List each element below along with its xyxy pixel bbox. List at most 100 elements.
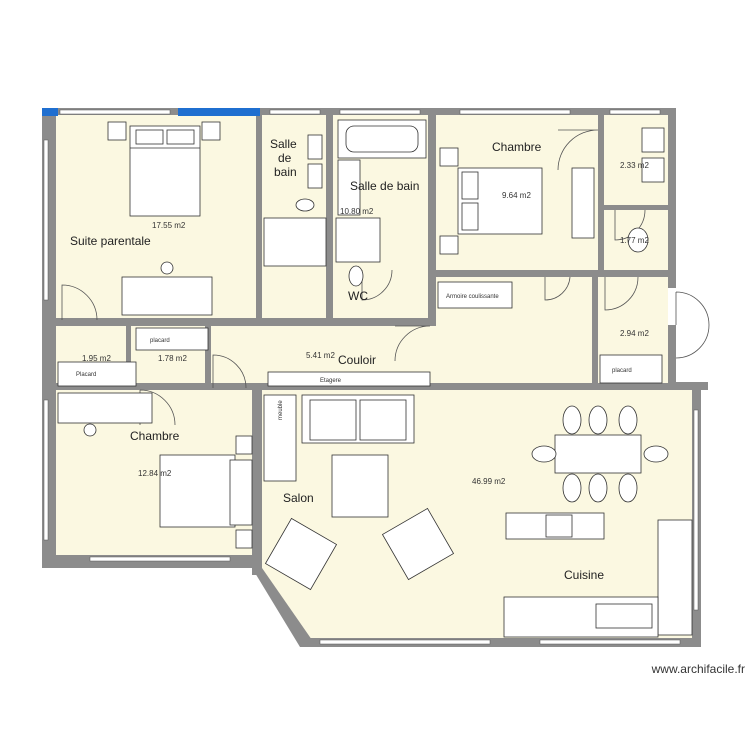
nightstand-ne-2	[439, 235, 459, 255]
armchair-2	[381, 507, 455, 581]
window-top-blue	[178, 108, 260, 116]
area-salon: 46.99 m2	[472, 477, 506, 486]
label-chambre-sw: Chambre	[130, 429, 180, 443]
label-placard-178: placard	[150, 338, 170, 344]
area-sdb2: 10.80 m2	[340, 207, 374, 216]
door-couloir	[394, 325, 431, 362]
outer-wall-bottom	[300, 638, 701, 647]
label-placard-195: Placard	[76, 372, 96, 378]
wall-233-south	[598, 205, 668, 210]
wall-placard-divider	[205, 326, 211, 386]
wall-sdb2-east	[428, 115, 436, 325]
cooktop	[545, 514, 573, 538]
desk-chambre-sw	[57, 392, 153, 424]
label-wc: WC	[348, 289, 368, 303]
chair-dining-7	[531, 445, 557, 463]
wall-sdb1-west	[256, 115, 262, 325]
label-placard-294: placard	[612, 368, 632, 374]
area-294: 2.94 m2	[620, 329, 649, 338]
wall-couloir-north	[56, 318, 436, 326]
furniture	[57, 119, 693, 638]
label-chambre-ne: Chambre	[492, 140, 542, 154]
wall-sdb2-west	[326, 115, 333, 325]
outer-wall-right-mid	[668, 325, 676, 390]
window-bottom-3	[539, 639, 681, 645]
sink-233-2	[641, 157, 665, 183]
window-top-3	[339, 109, 421, 115]
bed-chambre-sw	[159, 454, 236, 528]
chair-dining-8	[643, 445, 669, 463]
placard-195	[57, 361, 137, 387]
chair-chambre-sw	[83, 423, 97, 437]
sink-sdb1-2	[307, 163, 323, 189]
pillow-ne-1	[461, 171, 479, 200]
armchair-1	[264, 517, 338, 591]
meuble-salon	[263, 394, 297, 482]
window-bottom-1	[89, 556, 231, 562]
label-meuble: meuble	[278, 400, 284, 420]
window-top-2	[269, 109, 321, 115]
window-right-1	[693, 409, 699, 611]
window-top-1	[59, 109, 171, 115]
label-sdb2: Salle de bain	[350, 179, 419, 193]
placard-294	[599, 354, 663, 384]
toilet-sdb1	[295, 198, 315, 212]
label-salon: Salon	[283, 491, 314, 505]
door-chambre-ne	[557, 129, 599, 171]
bathtub-inner	[345, 125, 419, 153]
vanity-sdb2	[337, 159, 361, 216]
chair-suite	[160, 261, 174, 275]
armoire-coulissante	[437, 281, 513, 309]
wall-195-divider	[126, 326, 131, 386]
chair-dining-5	[588, 473, 608, 503]
area-195: 1.95 m2	[82, 354, 111, 363]
nightstand-suite-2	[201, 121, 221, 141]
kitchen-sink	[595, 603, 653, 629]
sofa-cushion-2	[359, 399, 407, 441]
window-bottom-2	[319, 639, 491, 645]
window-top-4	[459, 109, 571, 115]
area-233: 2.33 m2	[620, 161, 649, 170]
label-sdb1-line3: bain	[274, 165, 297, 179]
labels: Suite parentale 17.55 m2 Salle de bain S…	[70, 137, 649, 582]
shower-sdb2	[335, 217, 381, 263]
sofa-cushion-1	[309, 399, 357, 441]
nightstand-sw-2	[235, 529, 253, 549]
chair-dining-2	[588, 405, 608, 435]
label-sdb1-line2: de	[278, 151, 292, 165]
wall-diagonal	[252, 568, 312, 647]
pillow-ne-2	[461, 202, 479, 231]
area-suite-parentale: 17.55 m2	[152, 221, 186, 230]
chair-dining-6	[618, 473, 638, 503]
label-suite-parentale: Suite parentale	[70, 234, 151, 248]
outer-wall-right-upper	[668, 108, 676, 288]
wall-salon-west	[252, 383, 262, 575]
window-left-1	[43, 139, 49, 301]
nightstand-suite-1	[107, 121, 127, 141]
area-couloir: 5.41 m2	[306, 351, 335, 360]
door-wc	[361, 269, 393, 301]
pillow-suite-1	[135, 129, 164, 145]
label-etagere: Etagere	[320, 378, 342, 384]
door-placard	[212, 354, 247, 389]
placard-178	[135, 327, 209, 351]
chair-dining-1	[562, 405, 582, 435]
area-177: 1.77 m2	[620, 236, 649, 245]
shower-sdb1	[263, 217, 327, 267]
wall-salon-north	[252, 383, 692, 390]
label-couloir: Couloir	[338, 353, 376, 367]
door-cuisine	[544, 276, 571, 301]
wall-294-west	[592, 277, 598, 387]
door-294	[604, 276, 639, 311]
nightstand-ne-1	[439, 147, 459, 167]
area-178: 1.78 m2	[158, 354, 187, 363]
sink-233-1	[641, 127, 665, 153]
toilet-wc	[348, 265, 364, 287]
desk-suite	[121, 276, 213, 316]
windows	[42, 108, 699, 645]
watermark: www.archifacile.fr	[651, 662, 745, 676]
window-left-2	[43, 399, 49, 541]
window-top-5	[609, 109, 661, 115]
label-armoire: Armoire coulissante	[446, 294, 499, 300]
